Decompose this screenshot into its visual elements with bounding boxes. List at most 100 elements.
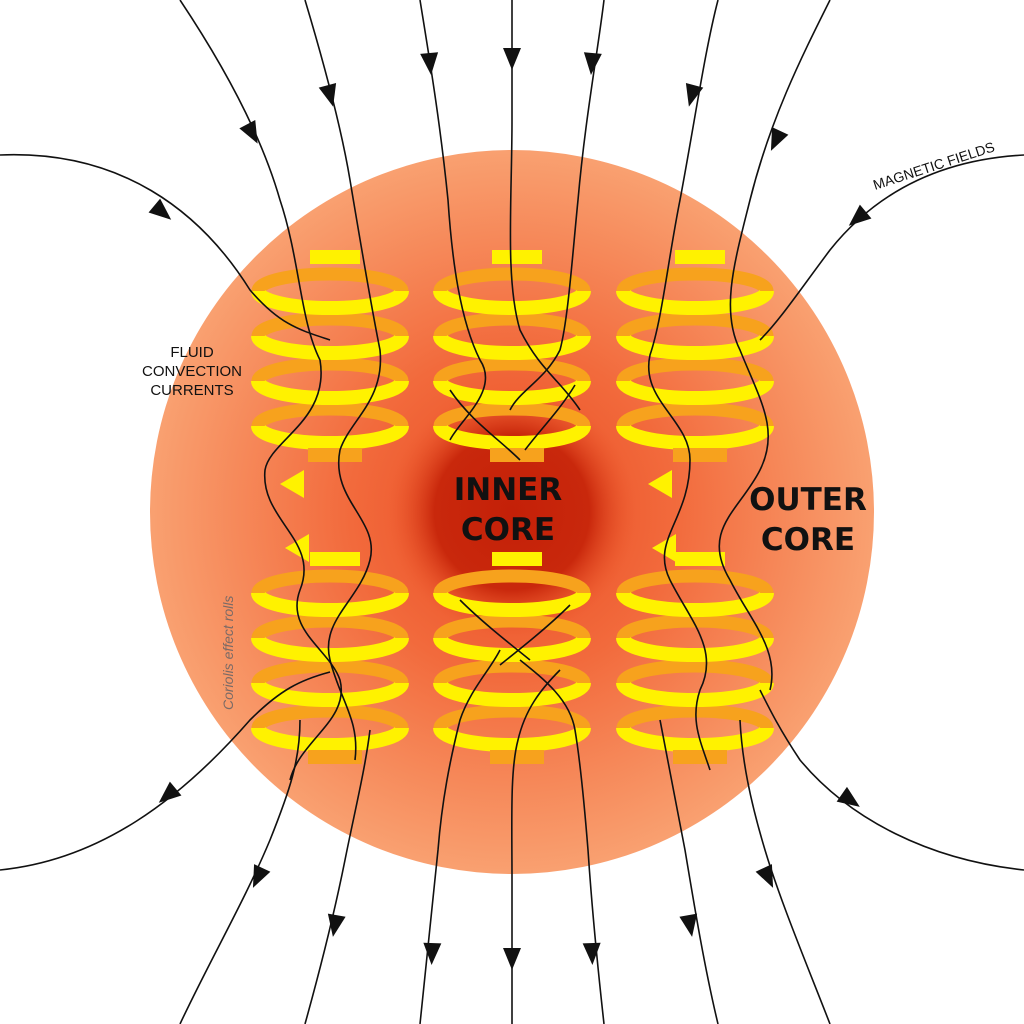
field-line bbox=[304, 0, 382, 761]
roll-front-arc bbox=[251, 288, 409, 315]
roll-front-arc bbox=[251, 590, 409, 617]
roll-start-tab bbox=[310, 250, 360, 264]
roll-end-tab bbox=[308, 750, 362, 764]
field-line bbox=[419, 0, 487, 441]
triangle-arrow-icon bbox=[755, 864, 774, 888]
triangle-arrow-icon bbox=[420, 52, 439, 75]
triangle-arrow-icon bbox=[679, 913, 698, 937]
field-line bbox=[449, 389, 521, 461]
triangle-arrow-icon bbox=[318, 83, 337, 107]
triangle-arrow-icon bbox=[239, 119, 258, 144]
roll-start-tab bbox=[675, 250, 725, 264]
roll-back-arc bbox=[616, 402, 774, 428]
field-line bbox=[524, 384, 576, 451]
field-line bbox=[509, 0, 581, 411]
field-line bbox=[718, 0, 831, 691]
roll-front-arc bbox=[251, 725, 409, 752]
field-line bbox=[759, 154, 1024, 341]
roll-start-tab bbox=[675, 552, 725, 566]
roll-back-arc bbox=[433, 402, 591, 428]
coriolis-label: Coriolis effect rolls bbox=[220, 596, 236, 710]
inner-core bbox=[384, 384, 640, 640]
triangle-arrow-icon bbox=[848, 204, 872, 226]
field-line bbox=[509, 0, 605, 411]
roll-front-arc bbox=[251, 378, 409, 405]
flow-arrow-icon bbox=[285, 534, 309, 562]
triangle-arrow-icon bbox=[770, 127, 789, 151]
roll-back-arc bbox=[433, 312, 591, 338]
triangle-arrow-icon bbox=[423, 942, 442, 965]
flow-arrow-icon bbox=[648, 470, 672, 498]
roll-front-arc bbox=[616, 333, 774, 360]
roll-start-tab bbox=[492, 552, 542, 566]
outer-core-label-line1: OUTER bbox=[749, 482, 867, 518]
roll-back-arc bbox=[616, 569, 774, 595]
roll-front-arc bbox=[616, 423, 774, 450]
triangle-arrow-icon bbox=[583, 52, 602, 75]
roll-front-arc bbox=[433, 680, 591, 707]
triangle-arrow-icon bbox=[685, 83, 704, 107]
roll-back-arc bbox=[616, 704, 774, 730]
inner-core-label-line1: INNER bbox=[454, 472, 563, 508]
roll-front-arc bbox=[251, 423, 409, 450]
roll-back-arc bbox=[251, 659, 409, 685]
field-line bbox=[659, 719, 719, 1024]
field-line bbox=[739, 719, 831, 1024]
roll-front-arc bbox=[616, 725, 774, 752]
roll-back-arc bbox=[251, 569, 409, 595]
roll-start-tab bbox=[310, 552, 360, 566]
field-line bbox=[0, 153, 331, 341]
roll-back-arc bbox=[433, 569, 591, 595]
roll-back-arc bbox=[251, 614, 409, 640]
flow-arrow-icon bbox=[280, 470, 304, 498]
field-line bbox=[179, 0, 343, 781]
triangle-arrow-icon bbox=[503, 948, 521, 970]
roll-end-tab bbox=[490, 750, 544, 764]
field-line bbox=[179, 719, 301, 1024]
fluid-label-line2: CONVECTION bbox=[142, 363, 242, 380]
triangle-arrow-icon bbox=[252, 864, 271, 888]
roll-front-arc bbox=[616, 378, 774, 405]
roll-back-arc bbox=[433, 659, 591, 685]
triangle-arrow-icon bbox=[836, 786, 860, 807]
field-line bbox=[0, 671, 331, 871]
roll-front-arc bbox=[433, 423, 591, 450]
roll-front-arc bbox=[433, 378, 591, 405]
roll-front-arc bbox=[616, 590, 774, 617]
roll-back-arc bbox=[433, 704, 591, 730]
field-line bbox=[647, 0, 719, 771]
magnetic-fields-label: MAGNETIC FIELDS bbox=[871, 138, 997, 192]
field-arrows bbox=[148, 48, 872, 970]
roll-front-arc bbox=[251, 333, 409, 360]
roll-end-tab bbox=[308, 448, 362, 462]
field-line bbox=[304, 729, 371, 1024]
roll-start-tab bbox=[492, 250, 542, 264]
roll-back-arc bbox=[616, 267, 774, 293]
roll-front-arc bbox=[616, 288, 774, 315]
roll-end-tab bbox=[673, 448, 727, 462]
roll-front-arc bbox=[433, 590, 591, 617]
roll-back-arc bbox=[616, 312, 774, 338]
field-line bbox=[759, 689, 1024, 871]
roll-back-arc bbox=[433, 357, 591, 383]
fluid-label-line3: CURRENTS bbox=[150, 382, 233, 399]
roll-back-arc bbox=[251, 704, 409, 730]
roll-front-arc bbox=[616, 635, 774, 662]
roll-end-tab bbox=[673, 750, 727, 764]
triangle-arrow-icon bbox=[503, 48, 521, 70]
field-line bbox=[459, 599, 531, 661]
triangle-arrow-icon bbox=[148, 198, 172, 220]
roll-front-arc bbox=[251, 635, 409, 662]
roll-end-tab bbox=[490, 448, 544, 462]
roll-front-arc bbox=[251, 680, 409, 707]
roll-back-arc bbox=[251, 357, 409, 383]
roll-front-arc bbox=[433, 288, 591, 315]
roll-back-arc bbox=[251, 402, 409, 428]
triangle-arrow-icon bbox=[582, 942, 601, 965]
roll-back-arc bbox=[251, 267, 409, 293]
field-line bbox=[519, 659, 605, 1024]
triangle-arrow-icon bbox=[327, 913, 346, 937]
roll-back-arc bbox=[251, 312, 409, 338]
